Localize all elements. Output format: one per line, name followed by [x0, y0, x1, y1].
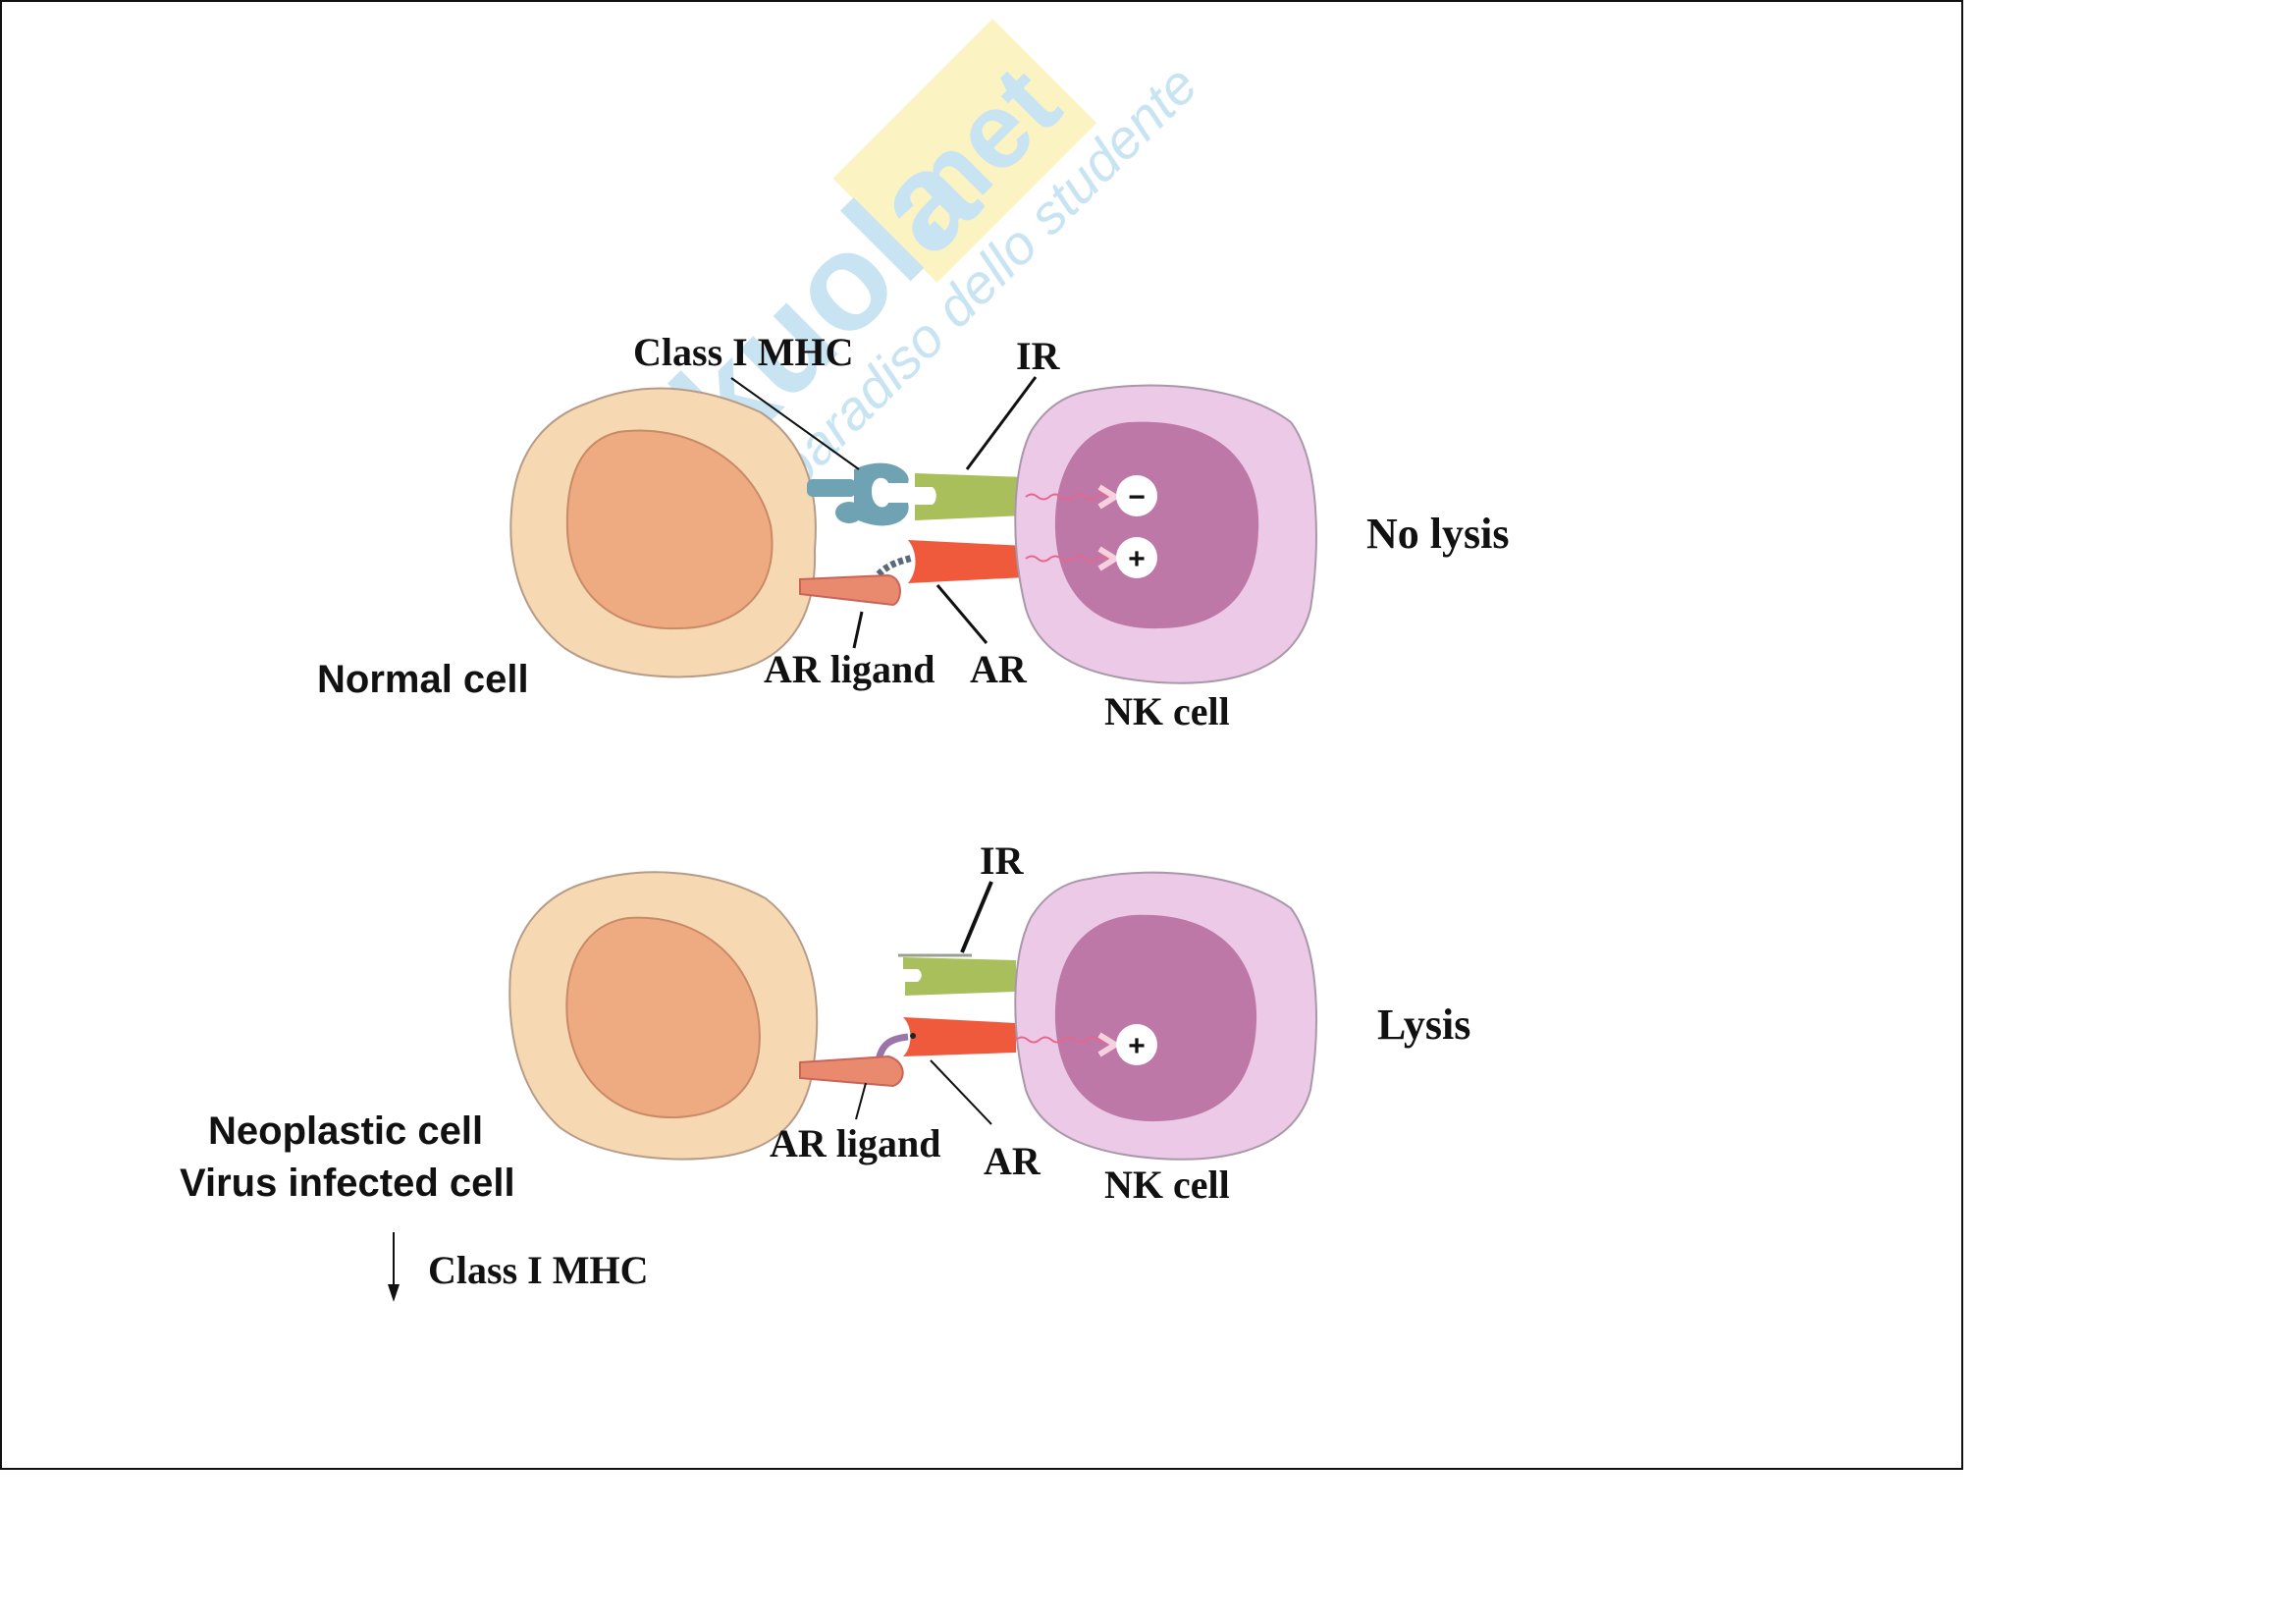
ar-leader-line-bottom — [930, 1059, 992, 1125]
outcome-no-lysis: No lysis — [1366, 510, 1509, 558]
normal-cell-nucleus — [565, 429, 774, 630]
panel-normal-cell: − + Class I MHC IR Normal cell AR ligand… — [317, 330, 1509, 733]
inhibitory-signal-line — [1025, 493, 1109, 501]
ir-leader-line — [965, 376, 1038, 470]
down-arrow-icon — [388, 1232, 400, 1302]
svg-text:−: − — [1128, 481, 1146, 514]
class-i-mhc-label: Class I MHC — [633, 330, 853, 374]
nk-cell-nucleus-bottom — [1054, 914, 1257, 1122]
ar-ligand-leader-line — [852, 611, 864, 649]
nk-cell-nucleus-top — [1054, 421, 1259, 629]
class-i-mhc-leader-line — [730, 377, 860, 470]
ir-label-bottom: IR — [980, 839, 1025, 883]
panel-neoplastic-cell: + IR Neoplastic cell Virus infected cell… — [180, 839, 1470, 1302]
svg-text:+: + — [1128, 543, 1146, 575]
neoplastic-cell-nucleus — [565, 916, 761, 1119]
reduced-class-i-mhc-label: Class I MHC — [428, 1248, 648, 1292]
activating-signal-line-bottom — [1015, 1036, 1111, 1044]
class-i-mhc-molecule — [807, 462, 909, 526]
ar-label-bottom: AR — [984, 1139, 1041, 1183]
nk-cell-label-bottom: NK cell — [1104, 1163, 1230, 1207]
ar-ligand-label: AR ligand — [764, 647, 935, 691]
ar-ligand-bottom — [799, 1055, 904, 1088]
ar-ligand-bound-chain — [876, 554, 914, 577]
ar-ligand — [799, 573, 901, 607]
neoplastic-cell-label: Neoplastic cell — [208, 1109, 483, 1153]
inhibitory-signal-arrow — [1097, 484, 1121, 510]
figure-frame — [0, 0, 1963, 1470]
virus-infected-cell-label: Virus infected cell — [180, 1162, 515, 1205]
watermark-yellow-badge — [832, 19, 1097, 283]
ar-leader-line — [935, 584, 988, 644]
ar-ligand-leader-line-bottom — [855, 1082, 867, 1120]
activating-receptor — [908, 540, 1026, 583]
ar-ligand-label-bottom: AR ligand — [770, 1121, 941, 1165]
activating-signal-line — [1025, 555, 1109, 563]
ir-label: IR — [1016, 334, 1061, 378]
activating-signal-arrow — [1097, 546, 1121, 571]
positive-signal-icon: + — [1116, 537, 1157, 578]
normal-cell-label: Normal cell — [317, 658, 529, 701]
activating-receptor-bottom — [903, 1017, 1016, 1056]
inhibitory-receptor — [915, 473, 1026, 520]
inhibitory-receptor-unbound — [903, 957, 1016, 996]
svg-text:+: + — [1128, 1030, 1146, 1062]
activating-signal-arrow-bottom — [1097, 1032, 1121, 1057]
ar-label: AR — [970, 647, 1028, 691]
positive-signal-icon-bottom: + — [1116, 1024, 1157, 1065]
outcome-lysis: Lysis — [1377, 1001, 1470, 1049]
ir-leader-line-bottom — [960, 881, 993, 953]
negative-signal-icon: − — [1116, 475, 1157, 516]
ligand-binding-dot — [910, 1033, 916, 1039]
nk-cell-label: NK cell — [1104, 689, 1230, 733]
